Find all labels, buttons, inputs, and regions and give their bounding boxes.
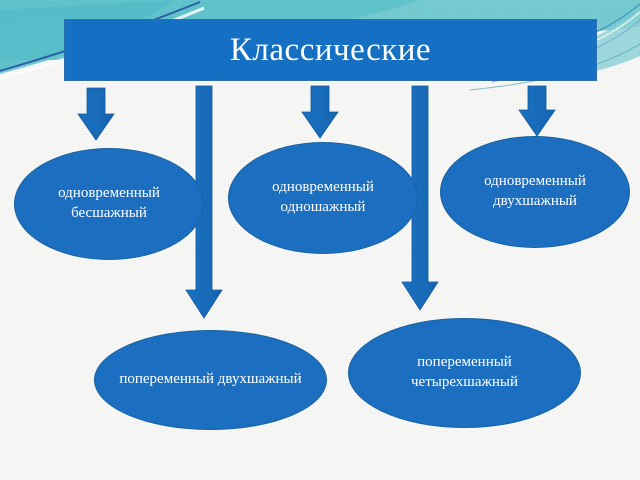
diagram-node-label: попеременный четырехшажный <box>411 354 518 390</box>
diagram-node-poperemenny-dvuhshazhny: попеременный двухшажный <box>94 330 327 430</box>
diagram-node-odnovremenny-besshazhny: одновременный бесшажный <box>14 148 204 260</box>
diagram-node-label: одновременный одношажный <box>272 179 374 215</box>
diagram-node-poperemenny-chetyrehshazhny: попеременный четырехшажный <box>348 318 581 428</box>
arrow-to-node-3 <box>518 85 556 137</box>
diagram-node-label: одновременный бесшажный <box>58 185 160 221</box>
diagram-node-odnovremenny-dvuhshazhny: одновременный двухшажный <box>440 136 630 248</box>
page-title-text: Классические <box>229 31 432 68</box>
diagram-node-odnovremenny-odnoshazhny: одновременный одношажный <box>228 142 418 254</box>
diagram-node-label: одновременный двухшажный <box>484 173 586 209</box>
arrow-to-node-2 <box>301 85 339 139</box>
page-title: Классические <box>64 19 597 81</box>
diagram-node-label: попеременный двухшажный <box>119 371 302 388</box>
arrow-to-node-1 <box>77 87 115 141</box>
